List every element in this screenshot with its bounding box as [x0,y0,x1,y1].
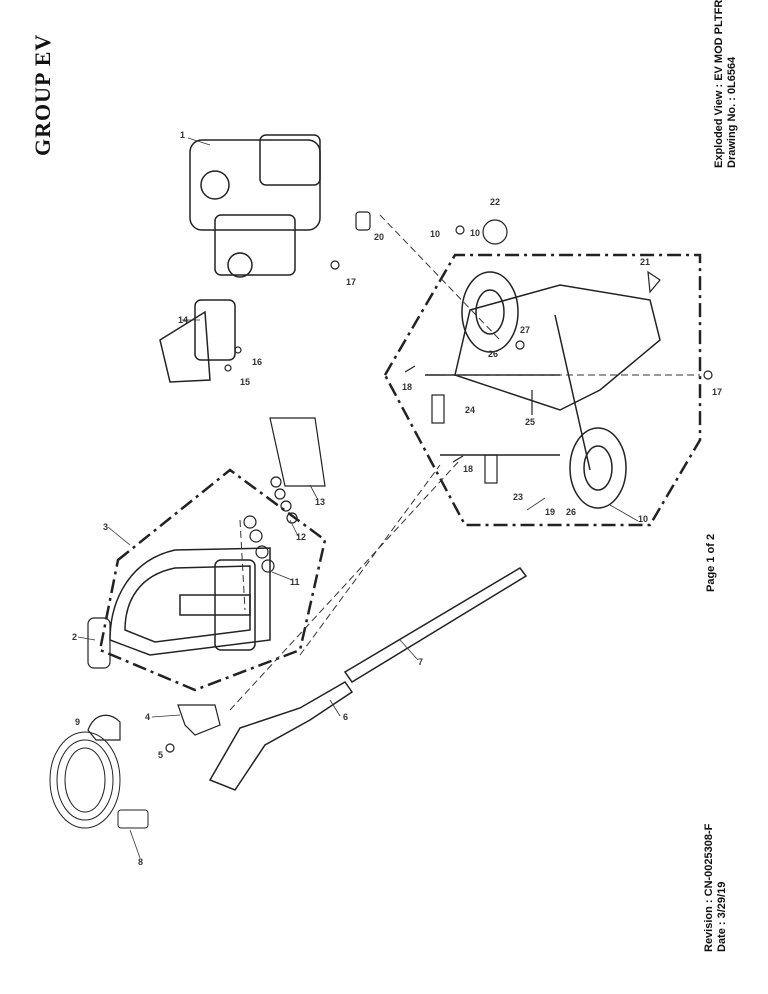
callout-26a: 26 [488,349,498,359]
callout-24: 24 [465,405,475,415]
high-pressure-hose [49,731,149,829]
pin-upper [404,365,416,373]
wheel-upper [461,271,519,353]
callout-10b: 10 [638,514,648,524]
callout-9: 9 [75,717,80,727]
screw [165,743,175,753]
callout-21: 21 [640,257,650,267]
callout-22: 22 [490,197,500,207]
assembly-line-3 [229,459,461,711]
callout-5: 5 [158,750,163,760]
frame-group-boundary [383,253,702,527]
callout-2: 2 [72,632,77,642]
assembly-line-1 [379,214,501,341]
pump-washer-16 [234,346,242,354]
callout-19: 19 [545,507,555,517]
callout-23: 23 [513,492,523,502]
frame-decal-23 [484,454,498,484]
pump [159,299,236,383]
callout-4: 4 [145,712,150,722]
hose-clip [87,714,121,741]
callout-3: 3 [103,522,108,532]
callout-18b: 18 [463,464,473,474]
callout-10c: 10 [470,228,480,238]
callout-17b: 17 [712,387,722,397]
callout-7: 7 [418,657,423,667]
callout-27: 27 [520,325,530,335]
callout-6: 6 [343,712,348,722]
callout-25: 25 [525,417,535,427]
callout-26b: 26 [566,507,576,517]
label-decal [269,417,326,487]
nut-17-lower [703,370,713,380]
wheel-lower [569,427,627,509]
nut-17-upper [330,260,340,270]
callout-18a: 18 [402,382,412,392]
callout-13: 13 [315,497,325,507]
engine [189,134,321,278]
hub-nut-10 [455,225,465,235]
pin-lower [452,455,464,463]
callout-8: 8 [138,857,143,867]
callout-16: 16 [252,357,262,367]
spray-wand [343,567,528,684]
callout-12: 12 [296,532,306,542]
handle-group-boundary [98,468,327,692]
assembly-line-2 [299,464,441,656]
bolt-set [270,476,298,524]
callout-17a: 17 [346,277,356,287]
pump-washer-15 [224,364,232,372]
callout-15: 15 [240,377,250,387]
grip-sleeve [87,617,111,669]
washer [515,340,525,350]
assembly-line-5 [239,519,246,611]
cart-frame [425,284,661,471]
spray-gun [208,681,354,791]
knob-set [243,515,275,573]
callout-10a: 10 [430,229,440,239]
callout-20: 20 [374,232,384,242]
callout-1: 1 [180,130,185,140]
hub-cap [482,219,508,245]
callout-11: 11 [290,577,300,587]
callout-14: 14 [178,315,188,325]
foot-pad [647,270,661,294]
frame-decal-24 [431,394,445,424]
handle-frame [109,547,271,656]
hose-bracket [177,704,221,736]
fitting [355,211,371,231]
